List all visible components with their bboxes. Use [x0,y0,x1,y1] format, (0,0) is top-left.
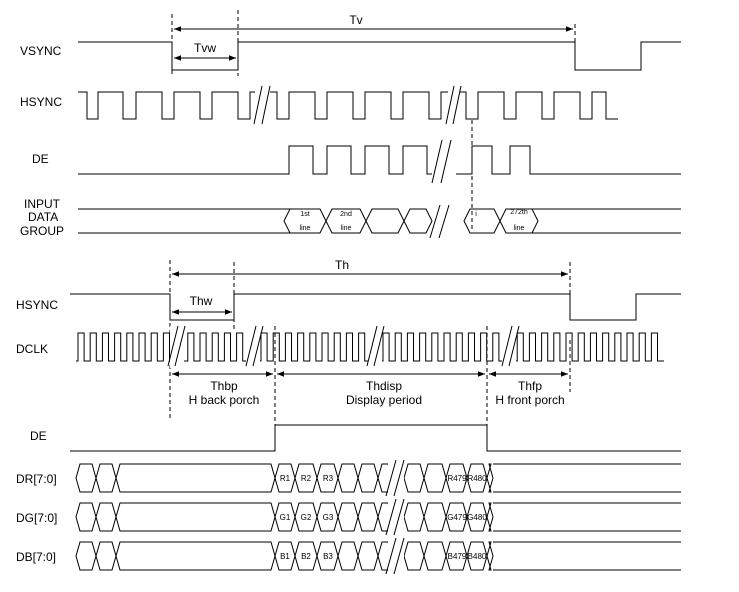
db-cell-b3: B3 [323,552,333,561]
tv-label: Tv [349,13,362,27]
db-bus [75,537,681,575]
input-data-rails [78,208,681,234]
de-waveform-horizontal [70,424,681,452]
hsync-label-vertical: HSYNC [20,95,62,109]
vsync-waveform [78,41,681,71]
db-label: DB[7:0] [16,550,56,564]
cell-1st-line-bottom: line [300,225,311,232]
dg-cell-g3: G3 [323,513,334,522]
db-cell-b480: B480 [468,552,487,561]
input-data-group-label-3: GROUP [20,224,64,238]
break-mark-1 [253,85,271,125]
thfp-description: H front porch [495,393,564,407]
hsync-waveform-horizontal [70,293,681,321]
cell-2nd-line-bottom: line [341,225,352,232]
cell-272th-line-bottom: line [514,225,525,232]
vsync-label: VSYNC [20,44,62,58]
th-label: Th [335,258,349,272]
cell-2nd-line-top: 2nd [340,211,352,218]
de-label-horizontal: DE [30,429,47,443]
dr-cell-r479: R479 [447,474,467,483]
thdisp-label: Thdisp [366,379,402,393]
dr-cell-r2: R2 [301,474,312,483]
break-mark-3 [431,139,452,184]
cell-i: i [475,211,477,218]
db-cell-b479: B479 [448,552,467,561]
dr-cell-r1: R1 [280,474,291,483]
thbp-label: Thbp [210,379,238,393]
thw-label: Thw [190,294,213,308]
break-mark-4 [429,204,450,239]
cell-272th-line-top: 272th [510,209,528,216]
dg-cell-g479: G479 [447,513,467,522]
input-data-group-label-1: INPUT [24,197,61,211]
dg-label: DG[7:0] [16,511,57,525]
dg-cell-g1: G1 [280,513,291,522]
dg-cell-g2: G2 [301,513,312,522]
thbp-description: H back porch [189,393,260,407]
hsync-label-horizontal: HSYNC [16,298,58,312]
dr-cell-r3: R3 [323,474,334,483]
cell-1st-line-top: 1st [300,211,309,218]
break-mark-2 [445,85,462,125]
de-waveform-vertical [78,145,681,175]
dr-bus [75,459,681,497]
hsync-waveform-vertical [78,91,618,120]
thdisp-description: Display period [346,393,422,407]
thfp-label: Thfp [518,379,542,393]
dr-label: DR[7:0] [16,472,57,486]
dg-cell-g480: G480 [467,513,487,522]
dclk-label: DCLK [16,342,48,356]
tvw-label: Tvw [194,41,216,55]
input-data-cells [283,208,539,234]
dg-bus [75,498,681,536]
dr-cell-r480: R480 [467,474,487,483]
hsync-break-gap-1 [255,86,270,126]
dclk-break-marks [167,325,520,368]
hsync-break-gap-2 [448,86,460,126]
db-cell-b1: B1 [280,552,290,561]
input-data-group-label-2: DATA [28,210,58,224]
db-cell-b2: B2 [301,552,311,561]
de-label-vertical: DE [32,152,49,166]
